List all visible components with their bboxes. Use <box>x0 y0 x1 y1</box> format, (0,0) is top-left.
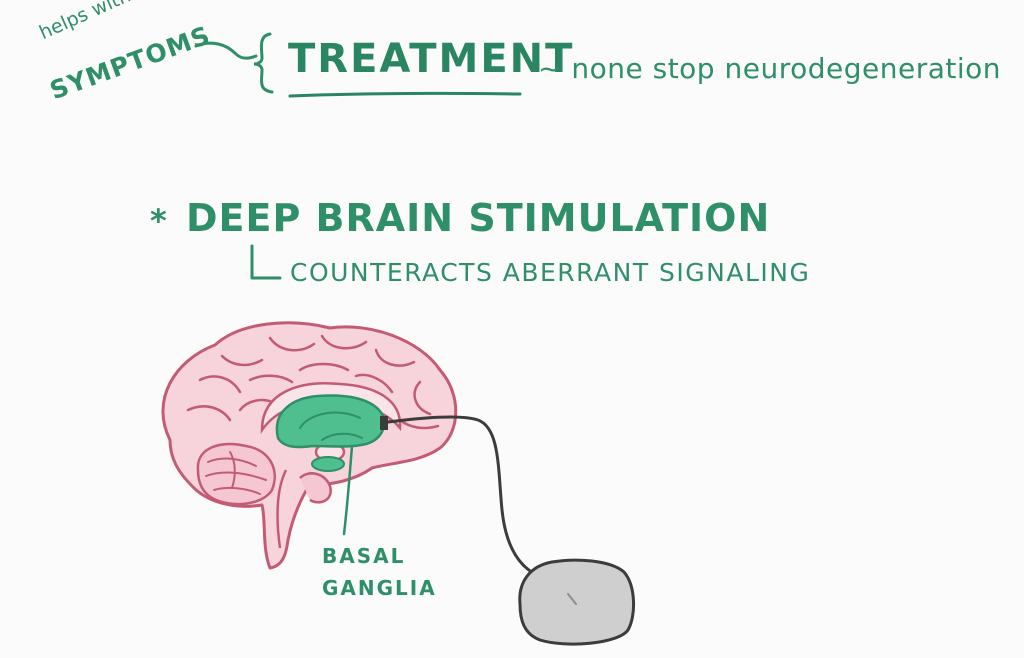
label-leader-line <box>342 444 354 536</box>
brace-icon <box>253 32 274 94</box>
sub-point-hook <box>250 244 282 280</box>
bullet-asterisk: * <box>150 202 167 240</box>
connector-swirl <box>194 41 258 60</box>
section-heading: DEEP BRAIN STIMULATION <box>186 196 771 240</box>
sub-point: COUNTERACTS ABERRANT SIGNALING <box>290 258 811 287</box>
stimulator-device-icon <box>518 558 636 646</box>
basal-ganglia-label: BASAL GANGLIA <box>322 544 437 600</box>
electrode-lead <box>380 415 546 580</box>
title-underline <box>288 91 522 98</box>
treatment-note: ~ none stop neurodegeneration <box>538 52 1002 85</box>
page-title: TREATMENT <box>288 36 575 82</box>
